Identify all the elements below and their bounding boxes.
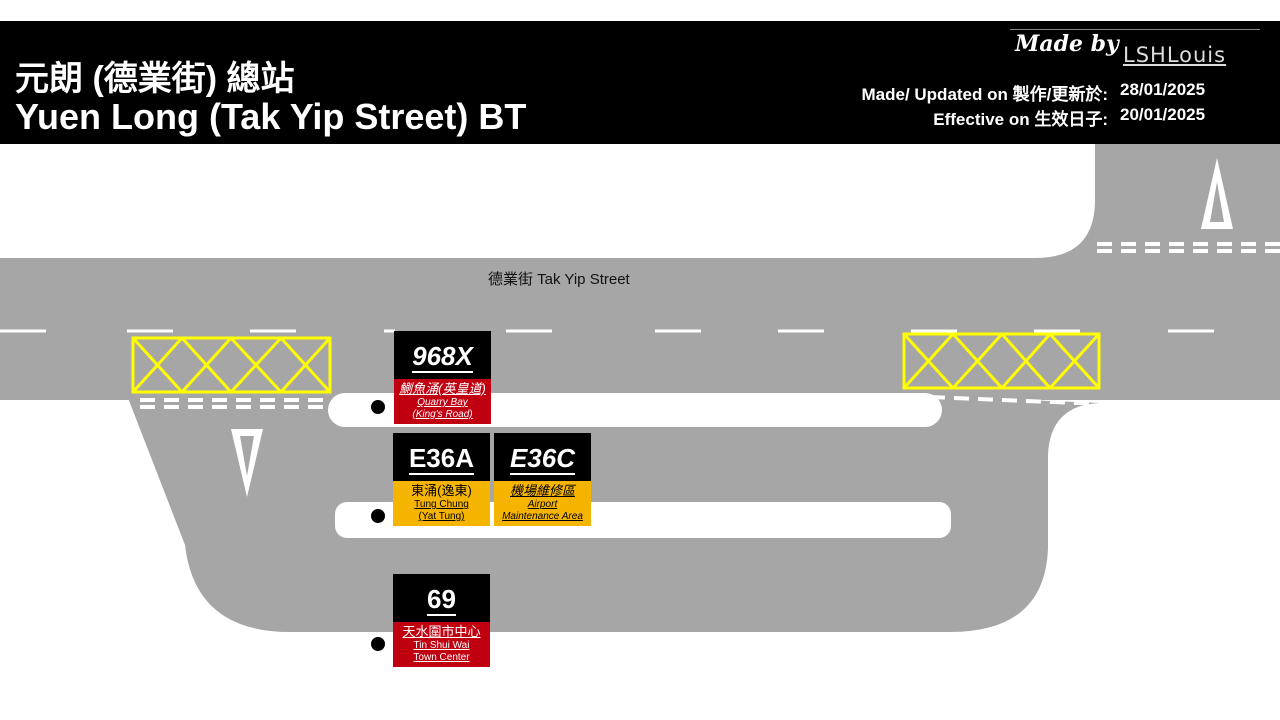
box-junction-right <box>902 332 1101 390</box>
destination-english-line1: Tin Shui Wai <box>413 640 470 651</box>
route-sign-e36c: E36C 機場維修區 Airport Maintenance Area <box>494 433 591 526</box>
destination-english-line2: Town Center <box>413 652 470 663</box>
route-number: 968X <box>412 341 473 373</box>
tak-yip-street-road <box>0 258 1280 400</box>
destination-chinese: 東涌(逸東) <box>411 483 472 498</box>
route-number: 69 <box>427 584 456 616</box>
destination-chinese: 天水圍市中心 <box>402 624 481 639</box>
bus-stop-marker <box>371 637 385 651</box>
bus-stop-marker <box>371 509 385 523</box>
box-junction-left <box>131 336 332 394</box>
destination-english-line2: Maintenance Area <box>502 511 583 522</box>
bus-stop-marker <box>371 400 385 414</box>
effective-date: 20/01/2025 <box>1120 105 1206 124</box>
author-signature: LSHLouis <box>1123 43 1227 67</box>
destination-chinese: 機場維修區 <box>509 483 575 498</box>
made-by-label: Made by <box>1015 31 1119 57</box>
street-label: 德業街 Tak Yip Street <box>488 271 630 288</box>
updated-label: Made/ Updated on 製作/更新於: <box>861 85 1109 104</box>
terminus-title-english: Yuen Long (Tak Yip Street) BT <box>15 96 527 137</box>
credit-divider <box>1010 29 1260 30</box>
give-way-lines <box>140 242 1280 409</box>
updated-date: 28/01/2025 <box>1120 80 1206 99</box>
destination-english-line1: Quarry Bay <box>417 397 468 408</box>
route-sign-e36a: E36A 東涌(逸東) Tung Chung (Yat Tung) <box>393 433 490 526</box>
give-way-triangle-up-inner <box>1210 182 1224 222</box>
header-banner: 元朗 (德業街) 總站 Yuen Long (Tak Yip Street) B… <box>0 21 1280 144</box>
give-way-triangle-down-inner <box>240 436 254 476</box>
destination-english-line2: (Yat Tung) <box>418 511 465 522</box>
destination-chinese: 鰂魚涌(英皇道) <box>399 381 486 396</box>
terminus-title-chinese: 元朗 (德業街) 總站 <box>15 60 295 98</box>
destination-english-line1: Airport <box>527 499 558 510</box>
destination-english-line1: Tung Chung <box>414 499 469 510</box>
route-number: E36C <box>509 443 576 475</box>
route-sign-69: 69 天水圍市中心 Tin Shui Wai Town Center <box>393 574 490 667</box>
destination-english-line2: (King's Road) <box>412 409 473 420</box>
route-number: E36A <box>408 443 475 475</box>
route-sign-968x: 968X 鰂魚涌(英皇道) Quarry Bay (King's Road) <box>394 331 491 424</box>
effective-label: Effective on 生效日子: <box>933 110 1108 129</box>
